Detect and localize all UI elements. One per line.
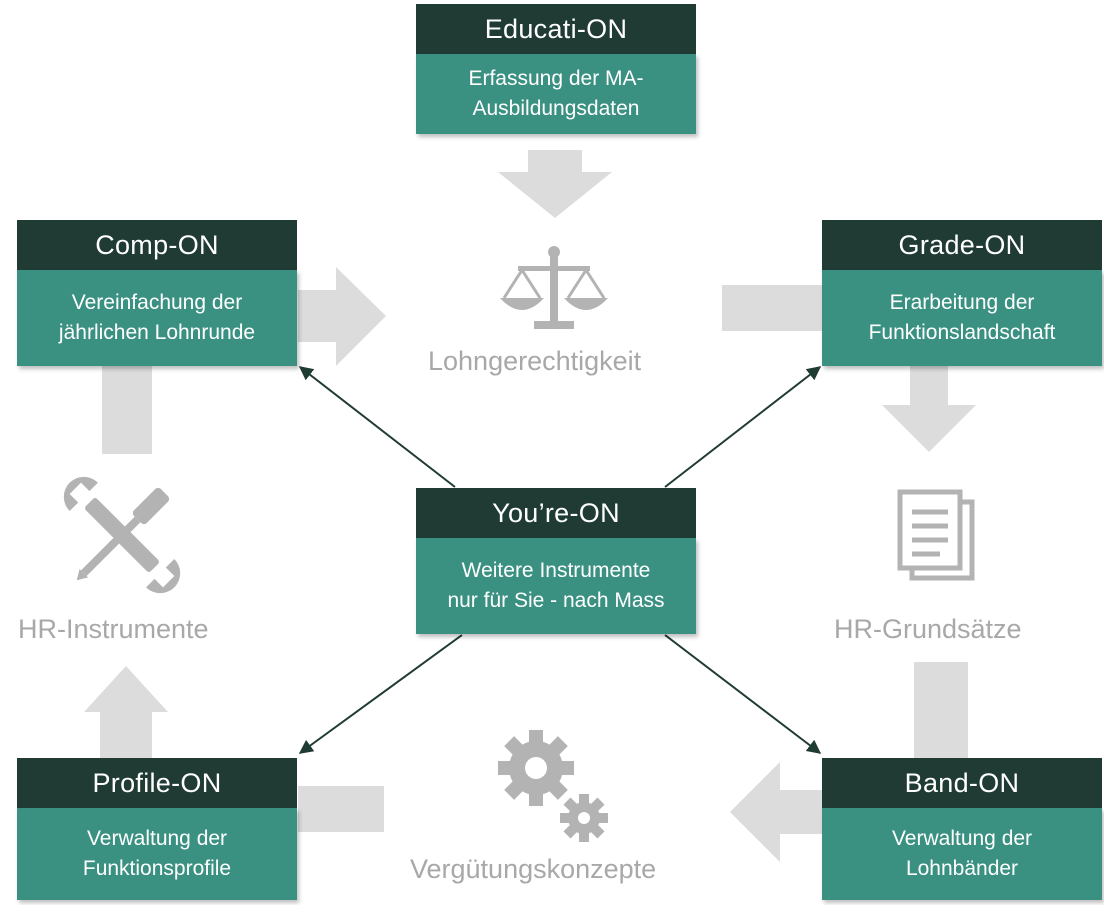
module-educati: Educati-ON Erfassung der MA- Ausbildungsd… [416, 4, 696, 134]
tools-icon [63, 476, 181, 594]
flow-arrow-down-grade [882, 366, 976, 452]
topic-lohngerechtigkeit: Lohngerechtigkeit [428, 346, 642, 376]
flow-bar-grade [722, 285, 822, 331]
flow-arrow-right-comp [298, 267, 386, 366]
description-line: Funktionslandschaft [868, 321, 1056, 344]
module-title: You’re-ON [416, 488, 696, 538]
module-description: Erfassung der MA- Ausbildungsdaten [416, 54, 696, 134]
description-line: nur für Sie - nach Mass [447, 589, 665, 612]
description-line: Verwaltung der [891, 827, 1033, 850]
module-comp: Comp-ON Vereinfachung der jährlichen Lohn… [17, 220, 297, 366]
connector-grade [664, 366, 822, 488]
scales-icon [500, 246, 608, 329]
module-title: Educati-ON [416, 4, 696, 54]
documents-icon [897, 489, 975, 581]
description-line: Verwaltung der [86, 827, 228, 850]
description-line: Ausbildungsdaten [472, 97, 640, 120]
topic-hr-instrumente: HR-Instrumente [18, 614, 209, 644]
description-line: Lohnbänder [905, 857, 1019, 880]
module-description: Vereinfachung der jährlichen Lohnrunde [17, 270, 297, 366]
module-center: You’re-ON Weitere Instrumente nur für Sie… [416, 488, 696, 634]
description-line: Vereinfachung der [71, 291, 243, 314]
module-title: Profile-ON [17, 758, 297, 808]
description-line: jährlichen Lohnrunde [58, 321, 256, 344]
module-title: Grade-ON [822, 220, 1102, 270]
connector-band [664, 634, 822, 754]
module-title: Band-ON [822, 758, 1102, 808]
description-line: Funktionsprofile [82, 857, 232, 880]
description-line: Weitere Instrumente [461, 559, 651, 582]
flow-bar-comp [102, 366, 152, 454]
gears-icon [498, 730, 608, 842]
module-description: Weitere Instrumente nur für Sie - nach Ma… [416, 538, 696, 634]
topic-verguetungskonzepte: Vergütungskonzepte [410, 854, 657, 884]
flow-bar-profile [298, 786, 384, 832]
flow-bar-band [914, 662, 968, 758]
flow-arrow-left-band [730, 762, 822, 862]
flow-arrow-down-educati [498, 150, 612, 218]
topic-hr-grundsaetze: HR-Grundsätze [834, 614, 1022, 644]
connector-comp [298, 366, 456, 488]
module-title: Comp-ON [17, 220, 297, 270]
description-line: Erfassung der MA- [468, 67, 644, 90]
connector-profile [298, 634, 463, 754]
flow-arrow-up-profile [84, 666, 168, 758]
description-line: Erarbeitung der [889, 291, 1035, 314]
